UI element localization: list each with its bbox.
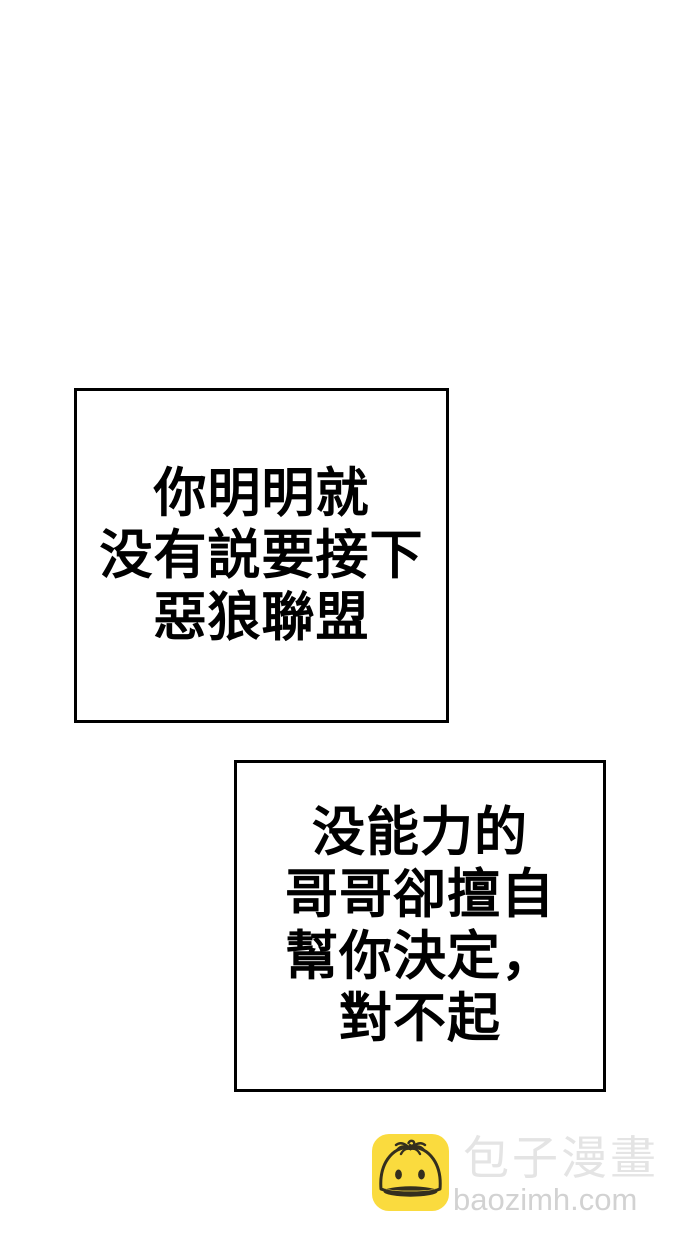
watermark-site-name: 包子漫畫 <box>463 1132 659 1184</box>
speech-line: 幫你決定， <box>285 928 555 986</box>
speech-line: 惡狼聯盟 <box>153 588 370 647</box>
speech-line: 對不起 <box>339 990 501 1048</box>
speech-box-2: 没能力的 哥哥卻擅自 幫你決定， 對不起 <box>234 760 606 1092</box>
site-watermark: 包子漫畫 baozimh.com <box>372 1134 659 1216</box>
bun-base <box>383 1188 438 1192</box>
bun-shadow <box>383 1186 438 1197</box>
speech-line: 你明明就 <box>153 464 370 523</box>
watermark-site-url: baozimh.com <box>453 1182 638 1217</box>
speech-line: 没能力的 <box>312 804 528 862</box>
speech-box-1: 你明明就 没有説要接下 惡狼聯盟 <box>74 388 449 723</box>
speech-line: 没有説要接下 <box>99 526 424 585</box>
speech-line: 哥哥卻擅自 <box>285 866 555 924</box>
baozi-logo-icon <box>372 1134 449 1211</box>
watermark-text-block: 包子漫畫 baozimh.com <box>453 1132 659 1217</box>
bun-eyes <box>395 1169 425 1180</box>
bun-pleats <box>394 1139 427 1156</box>
